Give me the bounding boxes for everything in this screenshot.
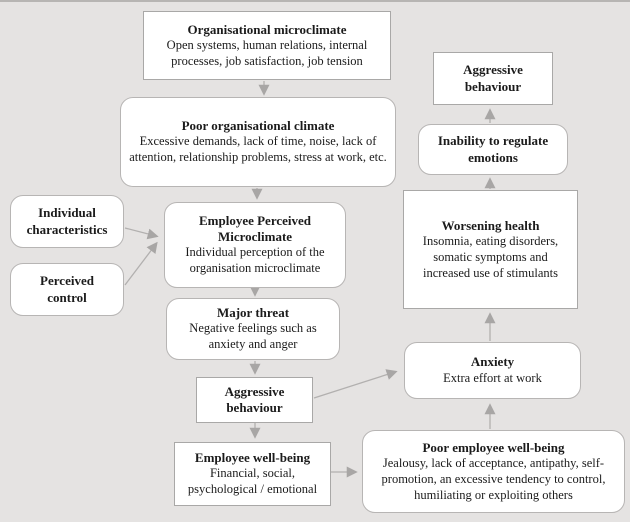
node-body: Open systems, human relations, internal …: [166, 37, 368, 68]
node-title: Worsening health: [441, 217, 540, 233]
node-body: Negative feelings such as anxiety and an…: [189, 321, 317, 352]
arrow-aggressive-behaviour-to-anxiety: [313, 369, 398, 399]
node-poor-employee-wellbeing: Poor employee well-being Jealousy, lack …: [362, 430, 625, 513]
node-title: Anxiety: [470, 354, 515, 370]
node-body: Jealousy, lack of acceptance, antipathy,…: [381, 455, 606, 502]
node-body: Financial, social, psychological / emoti…: [187, 466, 318, 497]
node-body: Extra effort at work: [443, 370, 542, 385]
node-title: Poor employee well-being: [422, 439, 565, 455]
node-body: Excessive demands, lack of time, noise, …: [129, 134, 387, 165]
arrow-perceived-control-to-perceived-microclimate: [124, 241, 158, 286]
node-title: Employee Perceived Microclimate: [198, 212, 312, 245]
node-body: Individual perception of the organisatio…: [185, 245, 325, 276]
node-aggressive-behaviour-mid: Aggressive behaviour: [196, 377, 313, 423]
node-title: Employee well-being: [194, 450, 311, 465]
node-title: Aggressive behaviour: [224, 383, 285, 415]
node-perceived-control: Perceived control: [10, 263, 124, 316]
node-title: Perceived control: [40, 273, 94, 305]
node-title: Individual characteristics: [26, 205, 108, 237]
node-title: Major threat: [216, 305, 290, 320]
node-title: Poor organisational climate: [181, 118, 335, 133]
node-title: Aggressive behaviour: [463, 62, 523, 94]
node-worsening-health: Worsening health Insomnia, eating disord…: [403, 190, 578, 309]
node-employee-wellbeing: Employee well-being Financial, social, p…: [174, 442, 331, 506]
node-title: Organisational microclimate: [187, 21, 347, 37]
node-poor-organisational-climate: Poor organisational climate Excessive de…: [120, 97, 396, 187]
node-body: Insomnia, eating disorders, somatic symp…: [422, 233, 559, 280]
node-major-threat: Major threat Negative feelings such as a…: [166, 298, 340, 360]
node-anxiety: Anxiety Extra effort at work: [404, 342, 581, 399]
node-title: Inability to regulate emotions: [437, 133, 549, 165]
node-organisational-microclimate: Organisational microclimate Open systems…: [143, 11, 391, 80]
node-aggressive-behaviour-top: Aggressive behaviour: [433, 52, 553, 105]
node-individual-characteristics: Individual characteristics: [10, 195, 124, 248]
arrow-individual-characteristics-to-perceived-microclimate: [124, 227, 159, 240]
node-employee-perceived-microclimate: Employee Perceived Microclimate Individu…: [164, 202, 346, 288]
node-inability-to-regulate-emotions: Inability to regulate emotions: [418, 124, 568, 175]
